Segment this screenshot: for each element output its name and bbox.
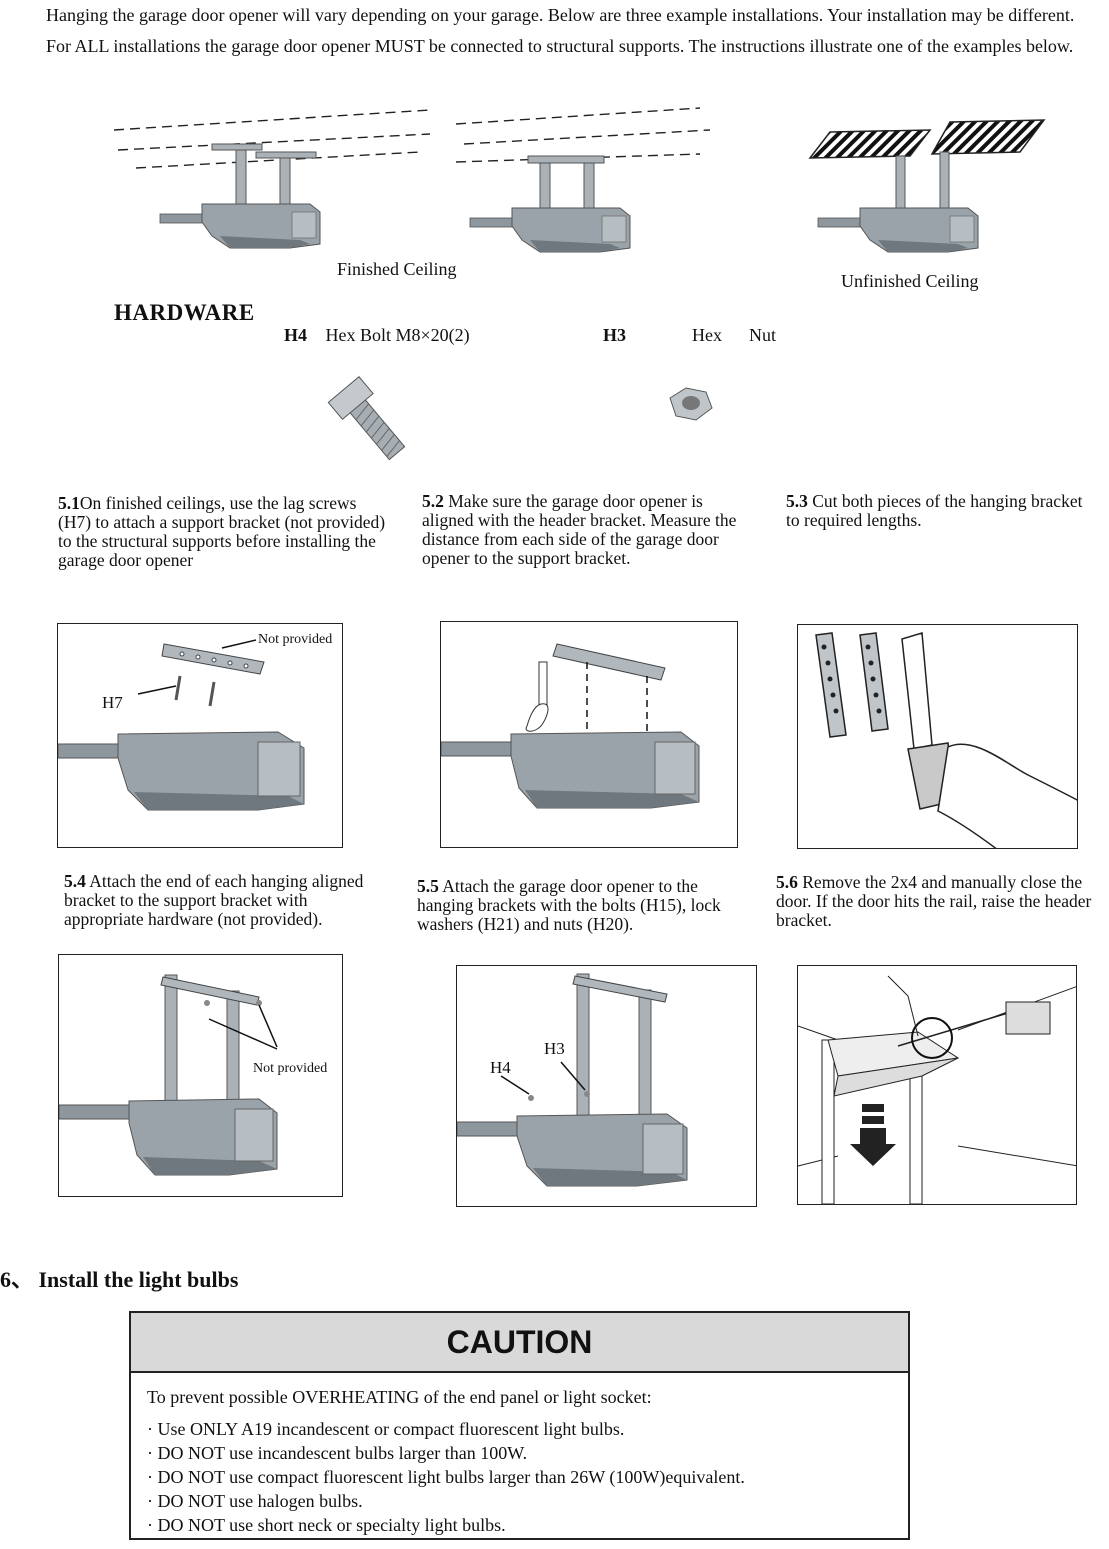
figure-5-6	[797, 965, 1077, 1205]
figure-5-1: Not provided H7	[57, 623, 343, 848]
figure-5-4: Not provided	[58, 954, 343, 1197]
not-provided-label: Not provided	[253, 1061, 328, 1076]
caution-heading: CAUTION	[131, 1313, 908, 1373]
caution-item: · DO NOT use short neck or specialty lig…	[147, 1515, 506, 1535]
hardware-name: Hex Bolt M8×20(2)	[325, 325, 470, 345]
caution-item: · DO NOT use incandescent bulbs larger t…	[147, 1443, 528, 1463]
step-text: Attach the garage door opener to the han…	[417, 876, 721, 934]
step-number: 5.5	[417, 876, 439, 896]
h4-label: H4	[490, 1058, 511, 1077]
hardware-code: H4	[284, 325, 308, 345]
hardware-title: HARDWARE	[114, 300, 255, 325]
step-number: 5.3	[786, 491, 808, 511]
h7-label: H7	[102, 693, 123, 712]
figure-5-2	[440, 621, 738, 848]
h3-label: H3	[544, 1039, 565, 1058]
hex-nut-icon	[669, 387, 713, 421]
step-number: 5.6	[776, 872, 798, 892]
step-number: 5.1	[58, 493, 80, 513]
figure-5-3	[797, 624, 1078, 849]
hardware-code: H3	[603, 325, 627, 345]
hex-bolt-icon	[327, 376, 406, 461]
step-number: 5.4	[64, 871, 86, 891]
hardware-name: Hex Nut	[692, 325, 777, 345]
step-text: Cut both pieces of the hanging bracket t…	[786, 491, 1083, 530]
mounting-examples-illustration	[113, 107, 1046, 253]
caution-box: CAUTION To prevent possible OVERHEATING …	[129, 1311, 910, 1540]
step-5-4: 5.4 Attach the end of each hanging align…	[64, 872, 384, 929]
hardware-item-h4: H4 Hex Bolt M8×20(2)	[284, 325, 470, 346]
step-text: On finished ceilings, use the lag screws…	[58, 493, 386, 570]
section-6-title: 6、 Install the light bulbs	[0, 1267, 239, 1292]
step-5-1: 5.1On finished ceilings, use the lag scr…	[58, 494, 388, 570]
step-5-5: 5.5 Attach the garage door opener to the…	[417, 877, 735, 934]
step-text: Remove the 2x4 and manually close the do…	[776, 872, 1092, 930]
step-5-3: 5.3 Cut both pieces of the hanging brack…	[786, 492, 1086, 530]
not-provided-label: Not provided	[258, 632, 333, 647]
step-text: Make sure the garage door opener is alig…	[422, 491, 737, 568]
step-number: 5.2	[422, 491, 444, 511]
caution-lead: To prevent possible OVERHEATING of the e…	[147, 1387, 652, 1407]
step-5-2: 5.2 Make sure the garage door opener is …	[422, 492, 742, 568]
caution-item: · DO NOT use halogen bulbs.	[147, 1491, 363, 1511]
step-text: Attach the end of each hanging aligned b…	[64, 871, 364, 929]
intro-paragraph: Hanging the garage door opener will vary…	[46, 5, 1075, 56]
caution-item: · DO NOT use compact fluorescent light b…	[147, 1467, 745, 1487]
finished-ceiling-caption: Finished Ceiling	[337, 259, 457, 279]
step-5-6: 5.6 Remove the 2x4 and manually close th…	[776, 873, 1106, 930]
figure-5-5: H3 H4	[456, 965, 757, 1207]
hardware-item-h3: H3 Hex Nut	[603, 325, 776, 346]
caution-body: To prevent possible OVERHEATING of the e…	[131, 1373, 908, 1549]
caution-item: · Use ONLY A19 incandescent or compact f…	[147, 1419, 625, 1439]
unfinished-ceiling-caption: Unfinished Ceiling	[841, 271, 979, 291]
